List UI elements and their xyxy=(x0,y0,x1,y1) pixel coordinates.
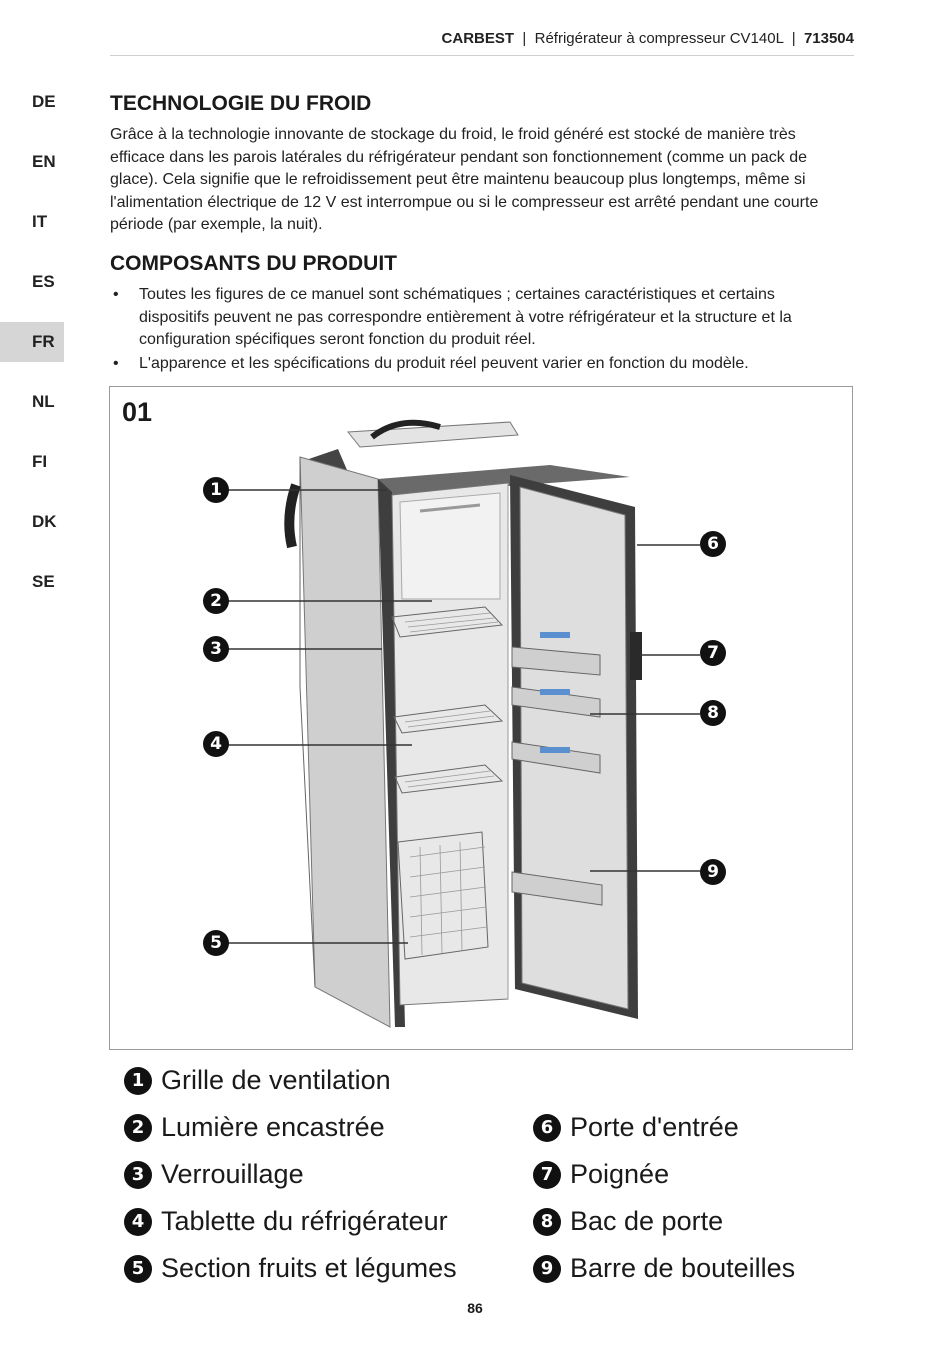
header-title: Réfrigérateur à compresseur CV140L xyxy=(534,30,784,47)
lang-tab-en[interactable]: EN xyxy=(32,152,56,171)
lang-tab-dk[interactable]: DK xyxy=(32,512,57,531)
callout-6: 6 xyxy=(700,531,726,557)
list-item: • L'apparence et les spécifications du p… xyxy=(113,354,749,372)
callout-1: 1 xyxy=(203,477,229,503)
header-code: 713504 xyxy=(803,30,854,47)
lang-tab-fi[interactable]: FI xyxy=(32,452,48,471)
refrigerator-illustration xyxy=(228,419,700,1028)
header-divider xyxy=(110,55,854,56)
callout-2: 2 xyxy=(203,588,229,614)
lang-tab-de[interactable]: DE xyxy=(32,92,56,111)
callout-7: 7 xyxy=(700,640,726,666)
callout-5: 5 xyxy=(203,930,229,956)
product-figure: 01 xyxy=(109,386,853,1050)
callout-9: 9 xyxy=(700,859,726,885)
lang-tab-es[interactable]: ES xyxy=(32,272,55,291)
language-tabs: DE EN IT ES FR NL FI DK SE xyxy=(0,82,64,622)
header-brand: CARBEST xyxy=(441,30,515,47)
bullet-list: • Toutes les figures de ce manuel sont s… xyxy=(110,284,830,376)
page-number: 86 xyxy=(467,1300,483,1316)
page-header: CARBEST | Réfrigérateur à compresseur CV… xyxy=(441,30,854,47)
section-title-cooling: TECHNOLOGIE DU FROID xyxy=(110,92,372,115)
figure-label: 01 xyxy=(122,397,153,427)
list-item: • Toutes les figures de ce manuel sont s… xyxy=(113,286,792,349)
callout-8: 8 xyxy=(700,700,726,726)
section-body-cooling: Grâce à la technologie innovante de stoc… xyxy=(110,126,819,234)
section-title-components: COMPOSANTS DU PRODUIT xyxy=(110,252,398,275)
callout-4: 4 xyxy=(203,731,229,757)
lang-tab-it[interactable]: IT xyxy=(32,212,48,231)
lang-tab-fr[interactable]: FR xyxy=(0,322,64,362)
lang-tab-se[interactable]: SE xyxy=(32,572,55,591)
lang-tab-nl[interactable]: NL xyxy=(32,392,55,411)
callout-3: 3 xyxy=(203,636,229,662)
